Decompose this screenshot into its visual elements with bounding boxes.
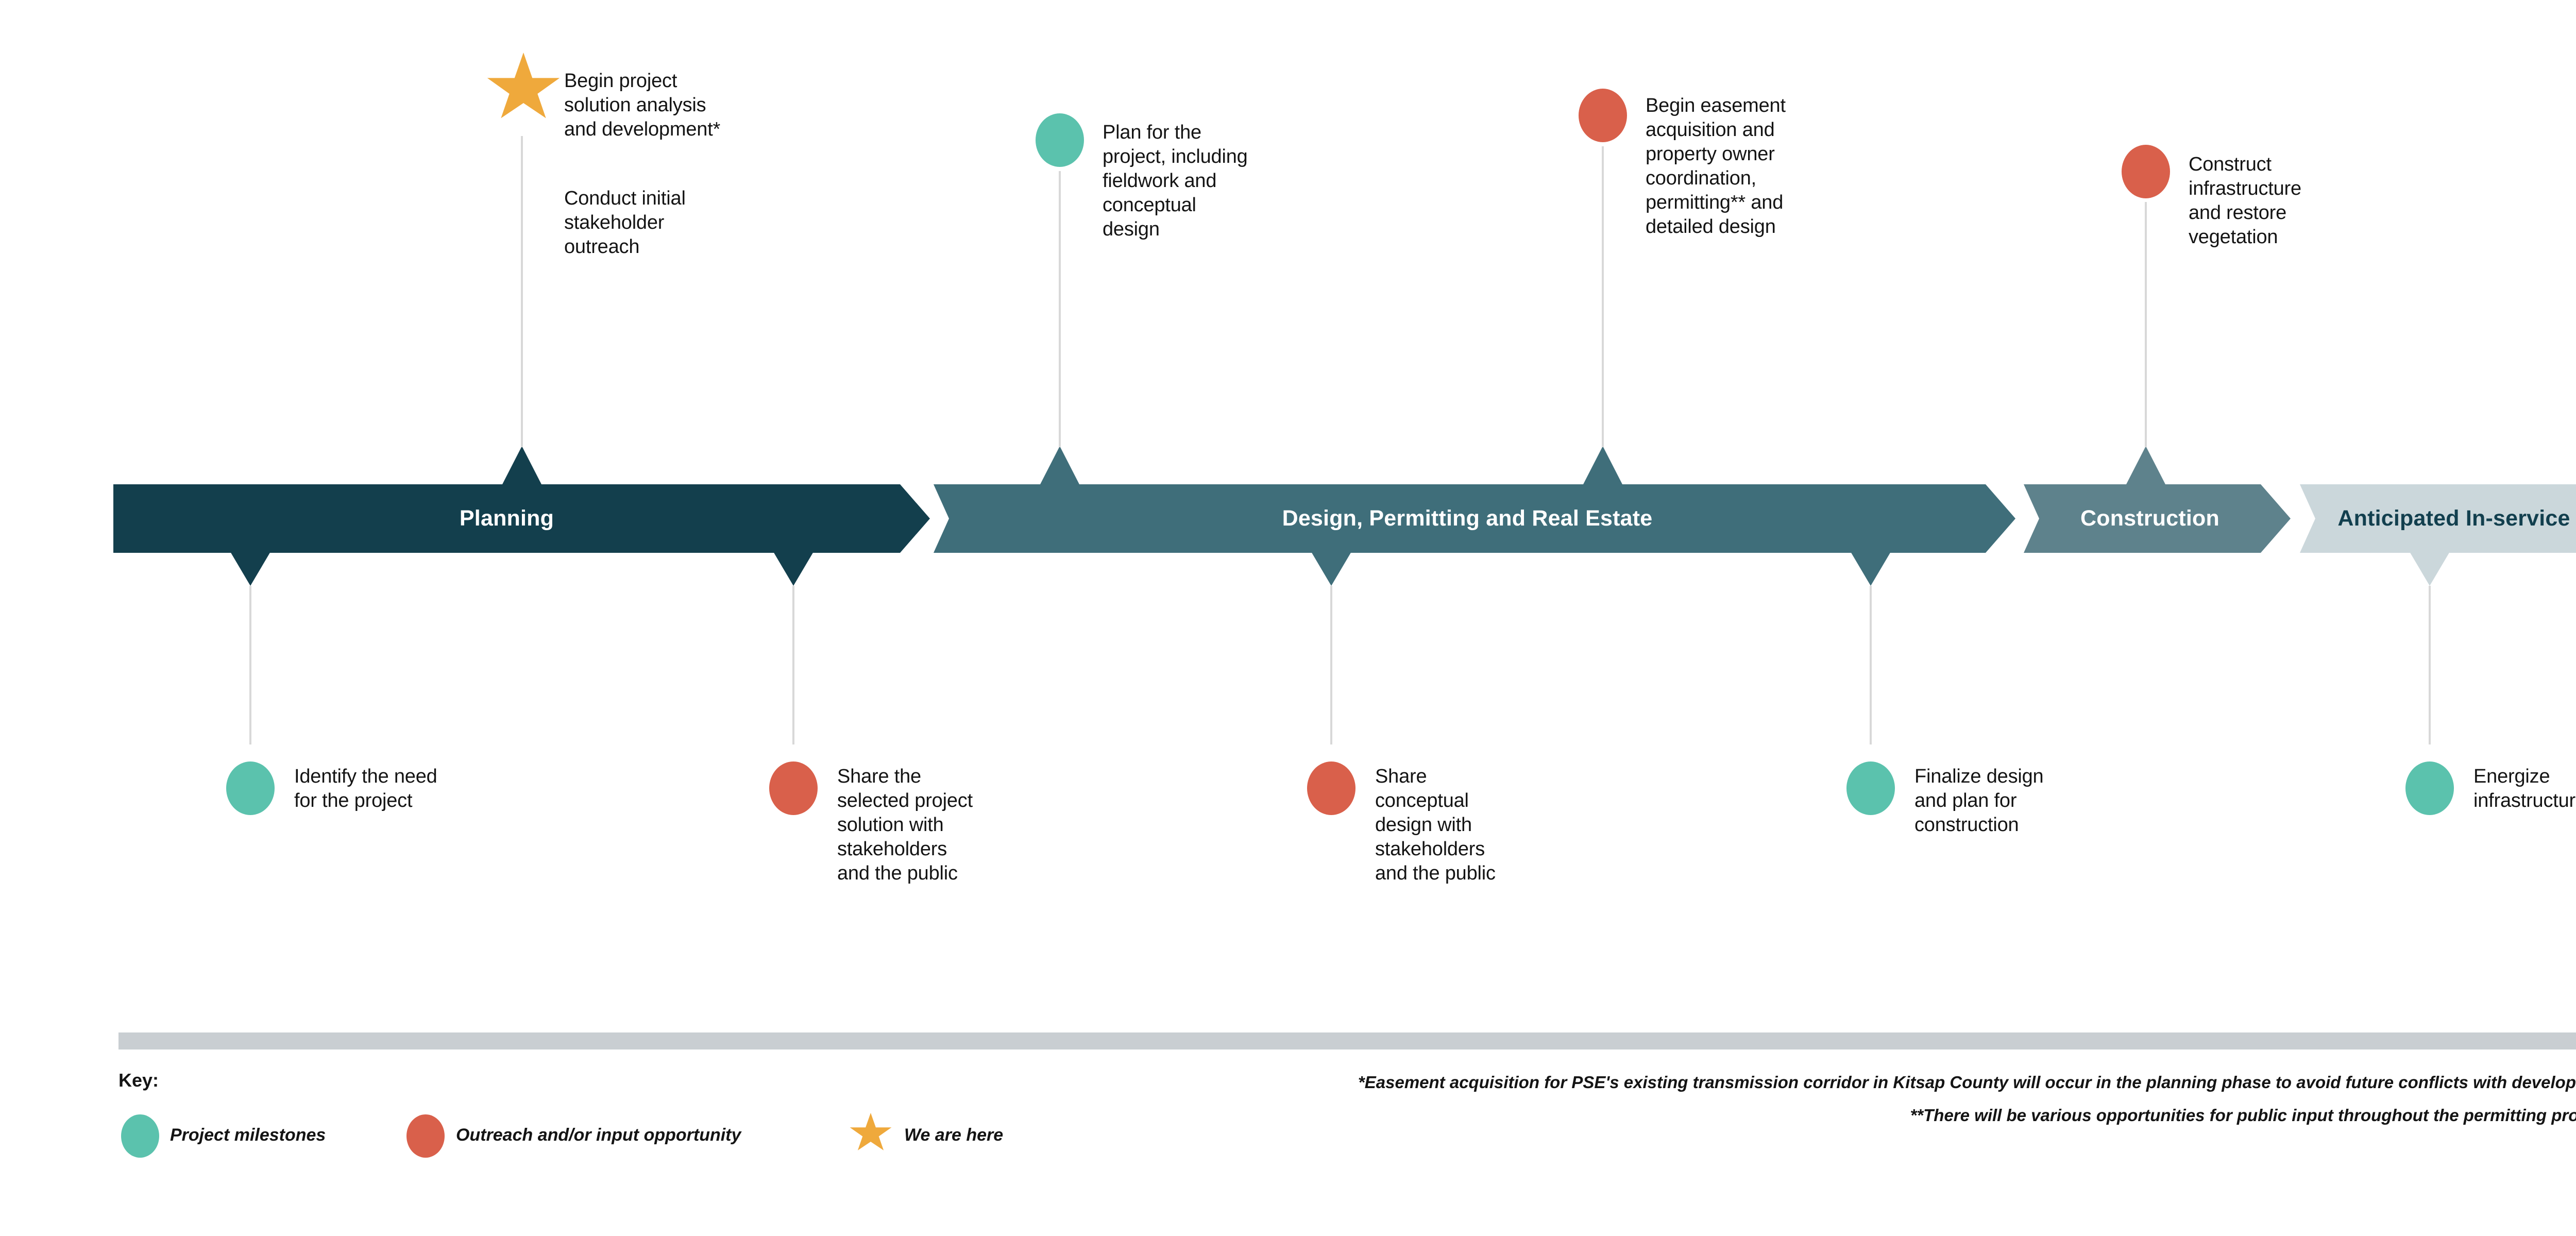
connector-line-share-conceptual [1330,586,1332,744]
milestone-dot-finalize [1846,761,1895,815]
divider-bar [118,1032,2576,1049]
connector-line-construct [2145,202,2147,447]
legend-gold-star-icon [850,1113,892,1150]
down-spike-energize [2410,552,2450,586]
phase-label-planning: Planning [459,506,554,531]
connector-line-identify [249,586,251,744]
note-conduct-initial-outreach: Conduct initial stakeholder outreach [564,188,686,258]
up-spike-construct [2126,446,2166,485]
legend-teal-circle-icon [121,1114,159,1158]
legend-label-outreach-opportunity: Outreach and/or input opportunity [456,1125,741,1145]
connector-line-energize [2429,586,2431,744]
note-energize-infrastructure: Energize infrastructure [2473,766,2576,811]
phase-segment-construction: Construction [2024,484,2291,553]
down-spike-share-selected [773,552,814,586]
footnote-permitting: **There will be various opportunities fo… [1910,1106,2576,1125]
up-spike-plan-project [1040,446,1080,485]
legend-title: Key: [118,1070,159,1091]
outreach-dot-share-selected [769,761,818,815]
phase-label-anticipated-in-service: Anticipated In-service [2337,506,2570,531]
outreach-dot-easement [1579,89,1627,142]
milestone-dot-energize [2405,761,2454,815]
note-share-conceptual-design: Share conceptual design with stakeholder… [1375,766,1496,884]
milestone-dot-identify [226,761,275,815]
note-begin-easement: Begin easement acquisition and property … [1646,95,1786,238]
down-spike-share-conceptual [1311,552,1351,586]
connector-line-star [521,136,523,447]
up-spike-planning [502,446,542,485]
milestone-dot-plan-project [1036,113,1084,167]
phase-label-design-permitting-real-estate: Design, Permitting and Real Estate [1282,506,1653,531]
phase-segment-design-permitting-real-estate: Design, Permitting and Real Estate [934,484,2015,553]
footnotes: *Easement acquisition for PSE's existing… [1358,1073,2576,1139]
phase-segment-planning: Planning [113,484,930,553]
outreach-dot-construct [2122,145,2170,198]
down-spike-identify [230,552,270,586]
connector-line-plan-project [1059,171,1061,447]
legend-red-circle-icon [406,1114,445,1158]
note-begin-project-solution: Begin project solution analysis and deve… [564,70,721,140]
legend-label-we-are-here: We are here [904,1125,1004,1145]
up-spike-easement [1583,446,1623,485]
note-finalize-design: Finalize design and plan for constructio… [1914,766,2044,836]
phase-label-construction: Construction [2080,506,2219,531]
outreach-dot-share-conceptual [1307,761,1355,815]
note-construct-infrastructure: Construct infrastructure and restore veg… [2189,154,2301,248]
down-spike-finalize [1851,552,1891,586]
we-are-here-star-icon [487,53,560,118]
note-plan-for-project: Plan for the project, including fieldwor… [1103,122,1248,240]
connector-line-finalize [1870,586,1872,744]
legend-label-project-milestones: Project milestones [170,1125,326,1145]
note-share-selected-solution: Share the selected project solution with… [837,766,973,884]
connector-line-share-selected [792,586,794,744]
connector-line-easement [1602,146,1604,447]
footnote-easement: *Easement acquisition for PSE's existing… [1358,1073,2576,1092]
note-identify-need: Identify the need for the project [294,766,437,811]
phase-segment-anticipated-in-service: Anticipated In-service [2300,484,2576,553]
